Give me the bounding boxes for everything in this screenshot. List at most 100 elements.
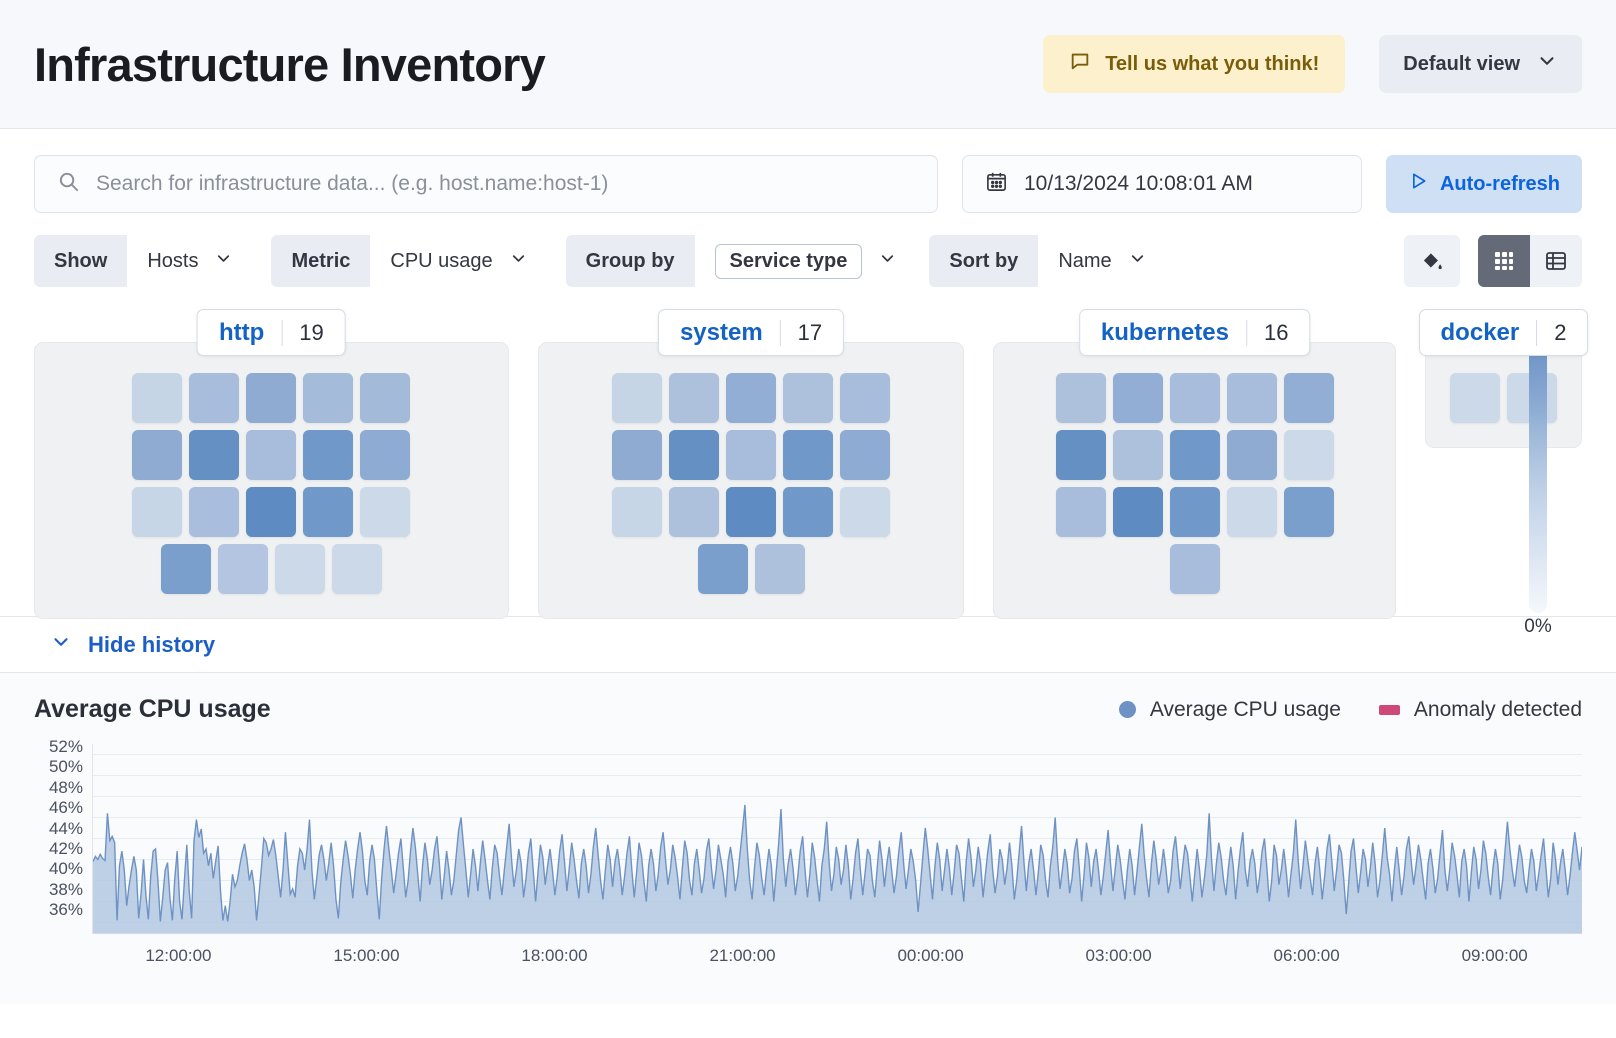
host-tile[interactable] [132, 373, 183, 423]
host-tile[interactable] [726, 487, 777, 537]
tile-row [563, 544, 940, 594]
auto-refresh-button[interactable]: Auto-refresh [1386, 155, 1582, 213]
host-tile[interactable] [783, 373, 834, 423]
feedback-button[interactable]: Tell us what you think! [1043, 35, 1346, 93]
history-toggle-bar: Hide history [0, 617, 1616, 673]
host-tile[interactable] [1283, 430, 1334, 480]
search-input[interactable]: Search for infrastructure data... (e.g. … [34, 155, 938, 213]
page-title: Infrastructure Inventory [34, 37, 546, 91]
tile-row [59, 373, 484, 423]
host-tile[interactable] [669, 487, 720, 537]
host-tile[interactable] [1169, 430, 1220, 480]
host-tile[interactable] [840, 373, 891, 423]
view-controls [1404, 235, 1582, 287]
feedback-label: Tell us what you think! [1105, 52, 1320, 75]
host-tile[interactable] [612, 373, 663, 423]
host-tile[interactable] [754, 544, 805, 594]
host-tile[interactable] [726, 430, 777, 480]
host-tile[interactable] [669, 373, 720, 423]
host-tile[interactable] [246, 373, 297, 423]
table-view-icon[interactable] [1530, 235, 1582, 287]
host-tile[interactable] [1112, 373, 1163, 423]
host-tile[interactable] [1450, 373, 1500, 423]
header-actions: Tell us what you think! Default view [1043, 35, 1582, 93]
chart-svg [93, 744, 1582, 933]
group-count: 17 [779, 319, 839, 346]
host-tile[interactable] [303, 430, 354, 480]
host-tile[interactable] [303, 373, 354, 423]
host-tile[interactable] [246, 430, 297, 480]
host-tile[interactable] [1169, 373, 1220, 423]
host-tile[interactable] [783, 487, 834, 537]
filter-show-value[interactable]: Hosts [127, 235, 253, 287]
host-tile[interactable] [783, 430, 834, 480]
host-tile[interactable] [303, 487, 354, 537]
chevron-down-icon [214, 249, 233, 274]
filter-group-by-value[interactable]: Service type [695, 235, 912, 287]
host-tile[interactable] [132, 430, 183, 480]
host-tile[interactable] [1055, 487, 1106, 537]
host-tile[interactable] [669, 430, 720, 480]
host-tile[interactable] [1226, 430, 1277, 480]
tile-grid [59, 373, 484, 594]
host-tile[interactable] [189, 487, 240, 537]
host-tile[interactable] [360, 373, 411, 423]
host-tile[interactable] [1055, 430, 1106, 480]
host-tile[interactable] [1226, 373, 1277, 423]
y-axis-tick: 52% [48, 737, 83, 756]
host-tile[interactable] [612, 430, 663, 480]
host-tile[interactable] [1283, 373, 1334, 423]
chart-area-fill [93, 804, 1582, 933]
host-tile[interactable] [697, 544, 748, 594]
chevron-down-icon [1128, 249, 1147, 274]
filter-metric-label: Metric [271, 235, 371, 287]
host-tile[interactable] [1169, 544, 1220, 594]
search-icon [57, 170, 80, 198]
group-tiles [537, 342, 965, 619]
plot-area[interactable] [92, 744, 1582, 934]
grid-view-icon[interactable] [1478, 235, 1530, 287]
host-tile[interactable] [1226, 487, 1277, 537]
tile-row [59, 487, 484, 537]
host-tile[interactable] [189, 373, 240, 423]
host-tile[interactable] [1283, 487, 1334, 537]
host-tile[interactable] [246, 487, 297, 537]
host-tile[interactable] [1055, 373, 1106, 423]
filter-show-value-text: Hosts [147, 249, 199, 272]
host-tile[interactable] [217, 544, 268, 594]
paint-bucket-icon[interactable] [1404, 235, 1460, 287]
filter-metric-value[interactable]: CPU usage [370, 235, 547, 287]
y-axis-tick: 46% [48, 798, 83, 818]
tile-row [59, 430, 484, 480]
hide-history-button[interactable]: Hide history [50, 631, 215, 659]
host-tile[interactable] [726, 373, 777, 423]
legend-item-anomaly[interactable]: Anomaly detected [1378, 698, 1582, 722]
host-tile[interactable] [189, 430, 240, 480]
host-tile[interactable] [160, 544, 211, 594]
host-tile[interactable] [274, 544, 325, 594]
tile-row [563, 430, 940, 480]
host-tile[interactable] [360, 430, 411, 480]
host-tile[interactable] [840, 430, 891, 480]
host-tile[interactable] [132, 487, 183, 537]
color-scale-legend: 97.3% 0% [1508, 313, 1568, 638]
host-tile[interactable] [360, 487, 411, 537]
host-tile[interactable] [612, 487, 663, 537]
legend-item-avg-cpu[interactable]: Average CPU usage [1118, 698, 1341, 722]
default-view-button[interactable]: Default view [1379, 35, 1582, 93]
host-tile[interactable] [1112, 487, 1163, 537]
host-tile[interactable] [331, 544, 382, 594]
host-tile[interactable] [1169, 487, 1220, 537]
y-axis-tick: 38% [48, 879, 83, 899]
host-tile[interactable] [1112, 430, 1163, 480]
date-picker[interactable]: 10/13/2024 10:08:01 AM [962, 155, 1362, 213]
host-tile[interactable] [840, 487, 891, 537]
filter-sort-by-value[interactable]: Name [1038, 235, 1166, 287]
